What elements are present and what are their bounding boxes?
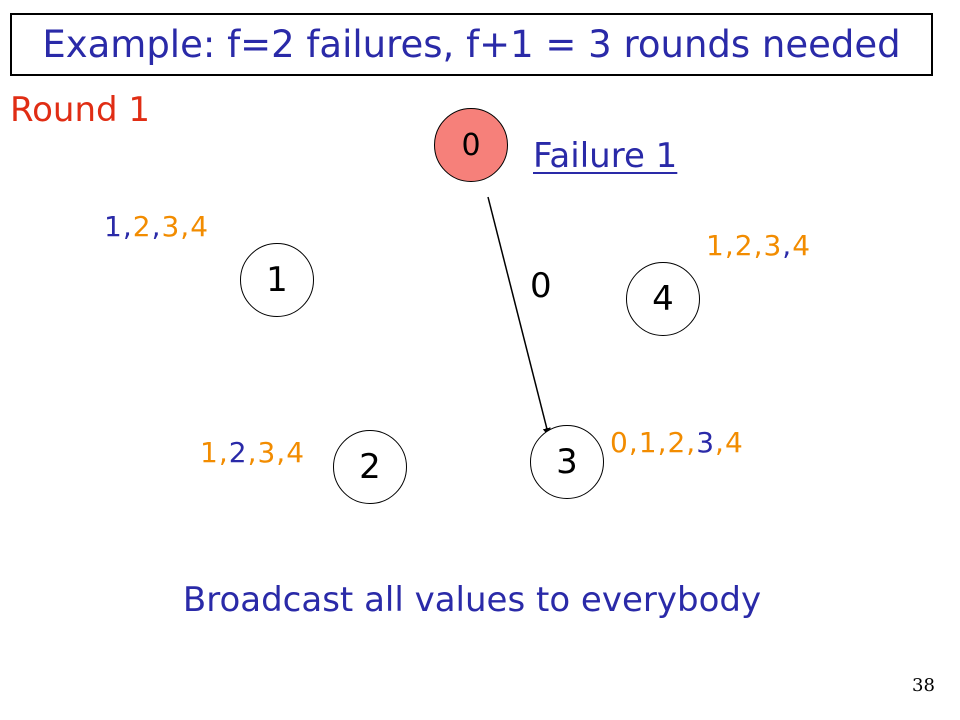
value-part: 1: [638, 426, 658, 459]
value-part: 3: [257, 436, 277, 469]
node-label: 3: [556, 442, 578, 482]
value-part: 4: [286, 436, 306, 469]
value-set-node-1: 1,2,3,4: [104, 210, 209, 243]
node-2: 2: [333, 430, 407, 504]
value-part: ,: [218, 436, 229, 469]
node-4: 4: [626, 262, 700, 336]
caption: Broadcast all values to everybody: [182, 580, 762, 620]
failure-label: Failure 1: [533, 136, 678, 176]
message-arrow-0-to-3: [487, 196, 551, 438]
title-box: Example: f=2 failures, f+1 = 3 rounds ne…: [10, 13, 933, 76]
value-part: 4: [792, 229, 812, 262]
value-part: 1: [104, 210, 123, 243]
slide-title: Example: f=2 failures, f+1 = 3 rounds ne…: [42, 23, 901, 66]
value-part: 3: [161, 210, 181, 243]
node-label: 4: [652, 279, 674, 319]
value-part: 2: [228, 436, 248, 469]
value-part: ,: [724, 229, 735, 262]
node-0: 0: [434, 108, 508, 182]
node-label: 2: [359, 447, 381, 487]
value-set-node-2: 1,2,3,4: [200, 436, 305, 469]
value-set-node-4: 1,2,3,4: [706, 229, 811, 262]
value-part: ,: [782, 229, 793, 262]
node-label: 1: [266, 260, 288, 300]
value-part: ,: [151, 210, 162, 243]
value-part: ,: [686, 426, 697, 459]
value-part: 1: [200, 436, 219, 469]
node-1: 1: [240, 243, 314, 317]
value-part: 2: [132, 210, 152, 243]
value-part: 3: [696, 426, 716, 459]
value-part: ,: [247, 436, 258, 469]
round-label: Round 1: [10, 90, 151, 130]
value-part: ,: [122, 210, 133, 243]
value-part: ,: [657, 426, 668, 459]
value-part: ,: [180, 210, 191, 243]
value-part: 2: [734, 229, 754, 262]
value-set-node-3: 0,1,2,3,4: [610, 426, 744, 459]
value-part: ,: [628, 426, 639, 459]
value-part: ,: [276, 436, 287, 469]
node-3: 3: [530, 425, 604, 499]
edge-value-label: 0: [530, 266, 552, 306]
page-number: 38: [912, 675, 935, 696]
value-part: 1: [706, 229, 725, 262]
value-part: 4: [724, 426, 744, 459]
value-part: 4: [190, 210, 210, 243]
value-part: ,: [753, 229, 764, 262]
value-part: 2: [667, 426, 687, 459]
value-part: 0: [610, 426, 629, 459]
node-label: 0: [461, 127, 481, 163]
value-part: ,: [715, 426, 725, 459]
value-part: 3: [763, 229, 783, 262]
